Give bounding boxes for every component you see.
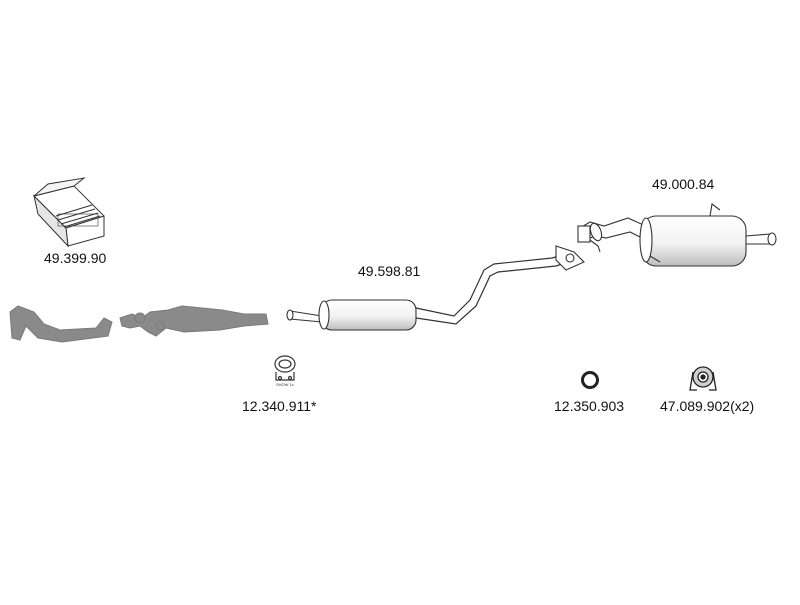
label-mounting-kit: 49.399.90 [44,250,107,266]
clamp-small-text: SHOW 1x [276,382,294,387]
front-pipe-not-supplied [9,305,113,343]
label-center-silencer: 49.598.81 [358,263,421,279]
label-gasket-ring: 12.350.903 [554,398,625,414]
rubber-hanger-icon [689,366,717,391]
center-silencer-illustration [286,245,585,331]
clamp-icon [274,355,296,381]
mounting-kit-box-icon [33,177,105,248]
rear-silencer-illustration [577,203,777,267]
label-clamp: 12.340.911* [242,398,317,414]
label-rear-silencer: 49.000.84 [652,176,715,192]
gasket-ring-icon [581,371,599,389]
catalytic-section-not-supplied [119,305,269,337]
label-rubber-hanger: 47.089.902(x2) [660,398,755,414]
